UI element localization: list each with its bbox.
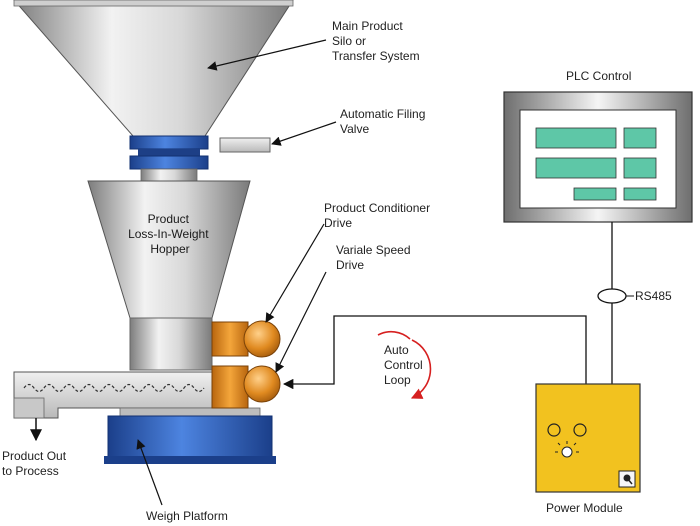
conditioner-leader-arrow <box>265 223 325 323</box>
status-lamp-icon <box>555 441 579 458</box>
plc-display-block <box>623 157 657 179</box>
screw-flight <box>23 383 205 393</box>
platform-top-plate <box>119 407 261 417</box>
silo-leader-arrow <box>207 39 327 71</box>
valve-ring-top <box>129 135 209 150</box>
valve-label: Automatic Filing Valve <box>340 107 429 136</box>
weigh-platform-label: Weigh Platform <box>146 509 228 523</box>
indicator-light-icon <box>573 423 587 437</box>
auto-loop-label: Auto Control Loop <box>384 343 426 387</box>
weigh-platform <box>107 415 273 461</box>
plc-display-block <box>535 157 617 179</box>
valve-actuator <box>219 137 271 153</box>
rs485-label: RS485 <box>635 289 672 303</box>
hopper-label: Product Loss-In-Weight Hopper <box>128 212 212 256</box>
valve-ring-mid <box>138 149 200 156</box>
plc-display-block <box>573 187 617 201</box>
hopper-neck <box>129 317 213 371</box>
silo-body <box>13 0 294 137</box>
rs485-coupler <box>597 288 627 304</box>
valve-neck <box>140 168 198 182</box>
plc-display-block <box>535 127 617 149</box>
product-out-label: Product Out to Process <box>2 449 69 478</box>
conditioner-label: Product Conditioner Drive <box>324 201 433 230</box>
knob-icon-pointer <box>626 477 633 485</box>
circular-arrow-icon <box>410 339 432 399</box>
silo-top-rim <box>13 0 294 7</box>
platform-leader-arrow <box>136 439 163 506</box>
discharge-spout <box>13 397 45 419</box>
platform-base <box>104 456 276 464</box>
valve-ring-bottom <box>129 155 209 170</box>
circular-arrow-tail <box>377 330 411 340</box>
silo-label: Main Product Silo or Transfer System <box>332 19 420 63</box>
control-cable <box>282 315 587 390</box>
valve-leader-arrow <box>271 121 337 146</box>
conditioner-drive-gearbox <box>211 321 249 357</box>
conditioner-drive-motor <box>243 320 281 358</box>
plc-label: PLC Control <box>566 69 631 83</box>
power-module-label: Power Module <box>546 501 623 515</box>
plc-display-block <box>623 187 657 201</box>
speed-drive-label: Variale Speed Drive <box>336 243 414 272</box>
speed-drive-leader-arrow <box>275 271 327 373</box>
indicator-light-icon <box>547 423 561 437</box>
speed-drive-motor <box>243 365 281 403</box>
plc-display-block <box>623 127 657 149</box>
speed-drive-gearbox <box>211 365 249 409</box>
